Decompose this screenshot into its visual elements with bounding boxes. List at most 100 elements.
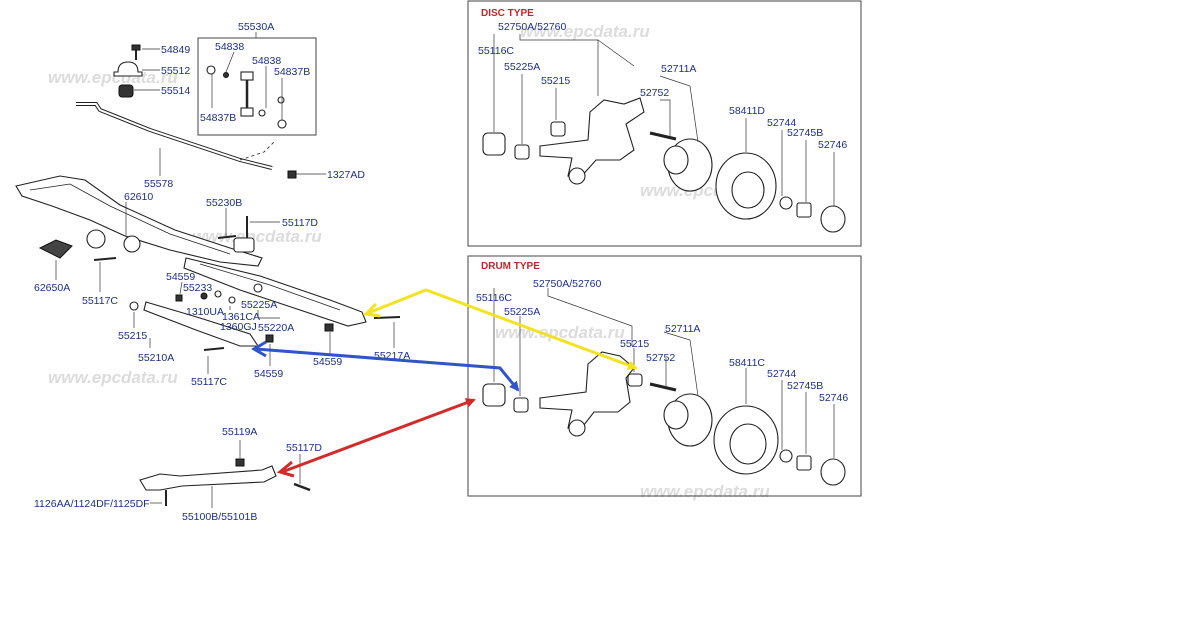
nut-54559c-shape [324, 323, 334, 332]
disc-bolt-52752-shape [649, 131, 677, 141]
label-55117C-b: 55117C [191, 376, 227, 388]
yellow-arrow-head-left [362, 302, 381, 318]
drum-labels: 52750A/52760 55116C 55225A 55215 52711A … [476, 278, 848, 404]
drum-bushing-55225A-shape [513, 397, 529, 413]
drum-label-52745B: 52745B [787, 380, 823, 392]
bushing-55215a-shape [129, 301, 139, 311]
disc-label-55225A: 55225A [504, 61, 540, 73]
label-55100B: 55100B/55101B [182, 511, 257, 523]
disc-type-panel: DISC TYPE [467, 0, 862, 247]
blue-arrow-head-left [251, 340, 267, 358]
nut-54559a-shape [175, 294, 183, 302]
drum-label-52752: 52752 [646, 352, 675, 364]
nut-1327AD-shape [287, 170, 297, 179]
bushing-55514-shape [118, 84, 134, 98]
nut-54559b-shape [265, 334, 274, 343]
lateral-rod-55100B-shape [139, 465, 277, 491]
disc-bushing-55116C-shape [482, 132, 506, 156]
label-54838-b: 54838 [252, 55, 281, 67]
drum-knuckle-shape [539, 351, 635, 431]
disc-cap-52746-shape [820, 205, 846, 233]
left-labels: 55530A 54849 55512 55514 54838 54838 548… [34, 21, 410, 523]
red-arrow-head-left [276, 460, 295, 478]
drum-label-55225A: 55225A [504, 306, 540, 318]
label-55119A: 55119A [222, 426, 257, 438]
disc-knuckle-boss-shape [568, 167, 586, 185]
blue-arrow [255, 347, 520, 392]
bolt-54849-shape [131, 44, 141, 60]
disc-label-58411D: 58411D [729, 105, 765, 117]
drum-washer-52744-shape [779, 449, 793, 463]
label-54837B-a: 54837B [200, 112, 236, 124]
rear-axle-assembly: 55530A 54849 55512 55514 54838 54838 548… [15, 21, 410, 523]
watermark-text: www.epcdata.ru [48, 68, 178, 87]
watermark-text: www.epcdata.ru [640, 482, 770, 501]
disc-label-52744: 52744 [767, 117, 796, 129]
disc-label-55116C: 55116C [478, 45, 514, 57]
label-55578: 55578 [144, 178, 173, 190]
drum-panel-title: DRUM TYPE [481, 261, 540, 272]
pad-62650A-shape [38, 239, 73, 259]
label-1360GJ: 1360GJ [220, 321, 257, 333]
mount-55230B-shape [233, 237, 255, 253]
watermark-text: www.epcdata.ru [48, 368, 178, 387]
disc-panel-frame [467, 0, 862, 247]
watermark-text: www.epcdata.ru [520, 22, 650, 41]
crossmember-bushing2-shape [123, 235, 141, 253]
label-1361CA: 1361CA [222, 311, 260, 323]
link-top-shape [240, 71, 254, 81]
disc-hub-face-shape [663, 145, 689, 175]
stabilizer-link-frame [197, 37, 317, 136]
disc-label-52752: 52752 [640, 87, 669, 99]
drum-bushing-55116C-shape [482, 383, 506, 407]
bolt-55117C-shape [93, 257, 117, 261]
washer-1360GJ-shape [228, 296, 236, 304]
drum-label-58411C: 58411C [729, 357, 765, 369]
nut-55119A-shape [235, 458, 245, 467]
bolt-55117Db-shape [293, 482, 311, 492]
label-55117D-b: 55117D [286, 442, 322, 454]
upper-arm-edge [199, 263, 341, 311]
drum-hub-face-shape [663, 400, 689, 430]
label-55210A: 55210A [138, 352, 174, 364]
yellow-arrow [367, 288, 638, 370]
washer-55233-shape [200, 292, 208, 300]
link-nut-shape [277, 96, 285, 104]
disc-label-52750A: 52750A/52760 [498, 21, 566, 33]
label-54838-a: 54838 [215, 41, 244, 53]
label-55117C-a: 55117C [82, 295, 118, 307]
disc-rotor-hat-shape [731, 171, 765, 209]
drum-label-52750A: 52750A/52760 [533, 278, 601, 290]
label-55220A: 55220A [258, 322, 294, 334]
label-55233: 55233 [183, 282, 212, 294]
label-55117D-a: 55117D [282, 217, 318, 229]
disc-panel-title: DISC TYPE [481, 8, 534, 19]
stabilizer-dash [239, 139, 277, 161]
crossmember-edge [29, 183, 231, 255]
disc-label-52746: 52746 [818, 139, 847, 151]
label-1126AA: 1126AA/1124DF/1125DF [34, 498, 150, 510]
drum-panel-frame [467, 255, 862, 497]
annotation-arrows [251, 288, 638, 478]
label-54559-c: 54559 [313, 356, 342, 368]
bolt-55117Cb-shape [203, 347, 225, 351]
drum-bolt-52752-shape [649, 382, 677, 392]
drum-label-55215: 55215 [620, 338, 649, 350]
drum-nut-52745B-shape [796, 455, 812, 471]
disc-label-52745B: 52745B [787, 127, 823, 139]
drum-knuckle-boss-shape [568, 419, 586, 437]
link-bottom-shape [240, 107, 254, 117]
label-62650A: 62650A [34, 282, 70, 294]
label-1310UA: 1310UA [186, 306, 224, 318]
bushing-55225Aa-shape [253, 283, 263, 293]
label-54559-b: 54559 [254, 368, 283, 380]
label-54559-a: 54559 [166, 271, 195, 283]
drum-drum-hat-shape [729, 423, 767, 465]
disc-bushing-55215-shape [550, 121, 566, 137]
label-55512: 55512 [161, 65, 190, 77]
link-nut2-shape [277, 119, 287, 129]
disc-leader-lines [493, 34, 835, 206]
link-washer-shape [223, 72, 229, 78]
link-bushing-shape [206, 65, 216, 75]
